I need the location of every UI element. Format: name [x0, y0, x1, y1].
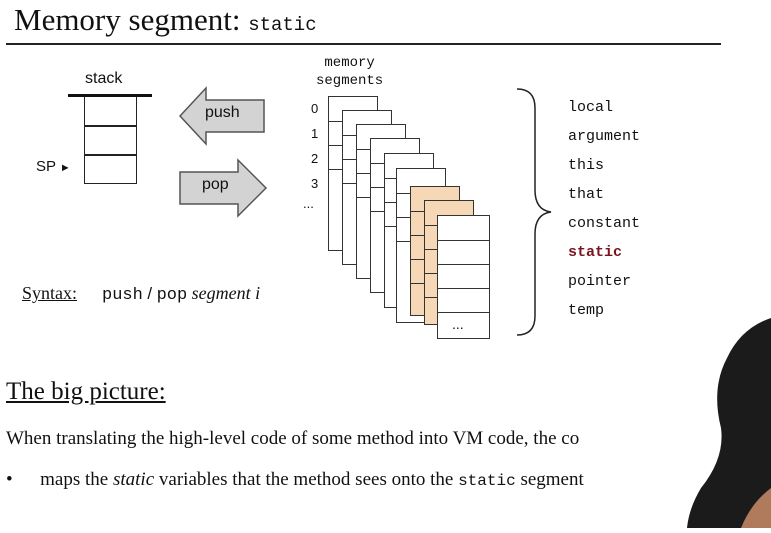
syntax-line: Syntax: push / pop segment i — [22, 283, 260, 305]
memory-label-line2: segments — [316, 73, 384, 89]
stack-cell-divider — [84, 125, 137, 127]
syntax-index: i — [255, 283, 261, 303]
segment-index: 3 — [311, 176, 319, 191]
pop-label: pop — [202, 176, 229, 193]
segment-name-static: static — [568, 244, 623, 261]
curly-brace-icon — [516, 88, 552, 336]
memory-label-line1: memory — [324, 55, 375, 71]
stack-cell-divider — [84, 154, 137, 156]
stack-label: stack — [85, 70, 123, 87]
syntax-slash: / — [147, 284, 153, 303]
stack-box — [84, 97, 137, 184]
presenter-video — [681, 318, 771, 533]
push-arrow — [178, 86, 268, 146]
segment-ellipsis: ... — [452, 316, 464, 332]
sp-text: SP — [36, 158, 56, 175]
title-code: static — [248, 14, 317, 36]
segment-name-that: that — [568, 186, 605, 203]
syntax-push: push — [102, 286, 143, 305]
bullet-marker: • — [6, 469, 13, 490]
segment-name-pointer: pointer — [568, 273, 632, 290]
sp-arrow-icon: ► — [59, 162, 71, 174]
memory-segments-label: memory segments — [316, 54, 383, 90]
push-label: push — [205, 104, 240, 121]
segment-brace — [513, 86, 555, 343]
syntax-label: Syntax: — [22, 283, 78, 303]
stack-top-bar — [68, 94, 152, 97]
pop-arrow — [178, 158, 268, 218]
syntax-pop: pop — [156, 286, 188, 305]
memory-segment-front: ... — [437, 215, 490, 339]
arrow-left-icon — [178, 86, 265, 146]
segment-index: 1 — [311, 126, 319, 141]
big-picture-heading: The big picture: — [6, 378, 166, 405]
segment-name-constant: constant — [568, 215, 641, 232]
bullet-text-b: variables that the method sees onto the — [154, 469, 459, 490]
segment-index: 2 — [311, 151, 319, 166]
big-picture-bullet: • maps the static variables that the met… — [6, 469, 584, 491]
presenter-silhouette — [687, 318, 771, 528]
segment-name-this: this — [568, 157, 605, 174]
segment-name-local: local — [568, 99, 614, 116]
segment-name-temp: temp — [568, 302, 605, 319]
segment-index: 0 — [311, 101, 319, 116]
big-picture-text: When translating the high-level code of … — [6, 428, 580, 449]
bullet-static-code: static — [458, 472, 516, 490]
bullet-static-em: static — [112, 469, 155, 490]
arrow-right-icon — [179, 158, 268, 218]
segment-name-argument: argument — [568, 128, 641, 145]
slide-title: Memory segment: static — [14, 2, 317, 38]
sp-label: SP ► — [36, 158, 71, 175]
bullet-text-a: maps the — [40, 469, 113, 490]
title-divider — [6, 43, 721, 45]
title-text: Memory segment: — [14, 2, 241, 37]
syntax-segment: segment — [191, 283, 251, 303]
segment-index: ... — [303, 196, 314, 211]
bullet-text-c: segment — [515, 469, 584, 490]
